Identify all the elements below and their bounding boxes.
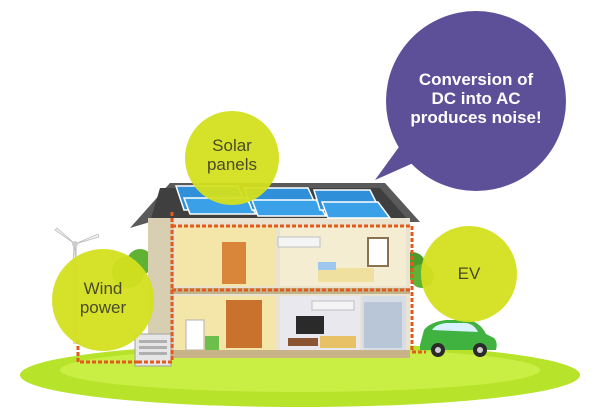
ev-label-line-1: EV <box>457 264 481 283</box>
solar-callout-bubble <box>185 111 279 205</box>
noise-note-line-3: produces noise! <box>410 108 542 128</box>
noise-note-line-2: DC into AC <box>431 89 521 109</box>
solar-panels-label: Solar panels <box>192 136 272 174</box>
wiring <box>76 212 426 364</box>
solar-label-line-1: Solar <box>212 136 252 155</box>
solar-label-line-2: panels <box>206 155 258 175</box>
wind-label-line-1: Wind <box>83 279 123 298</box>
ev-callout-bubble <box>421 226 517 322</box>
wind-callout-bubble <box>52 249 154 351</box>
noise-note-text: Conversion of DC into AC produces noise! <box>396 70 556 127</box>
wind-power-label: Wind power <box>63 279 143 317</box>
electric-car-icon <box>420 320 497 357</box>
noise-speech-bubble <box>375 11 566 191</box>
noise-note-line-1: Conversion of <box>418 70 534 89</box>
ev-label: EV <box>439 264 499 283</box>
lawn-highlight <box>60 348 540 392</box>
wind-label-line-2: power <box>79 298 127 318</box>
